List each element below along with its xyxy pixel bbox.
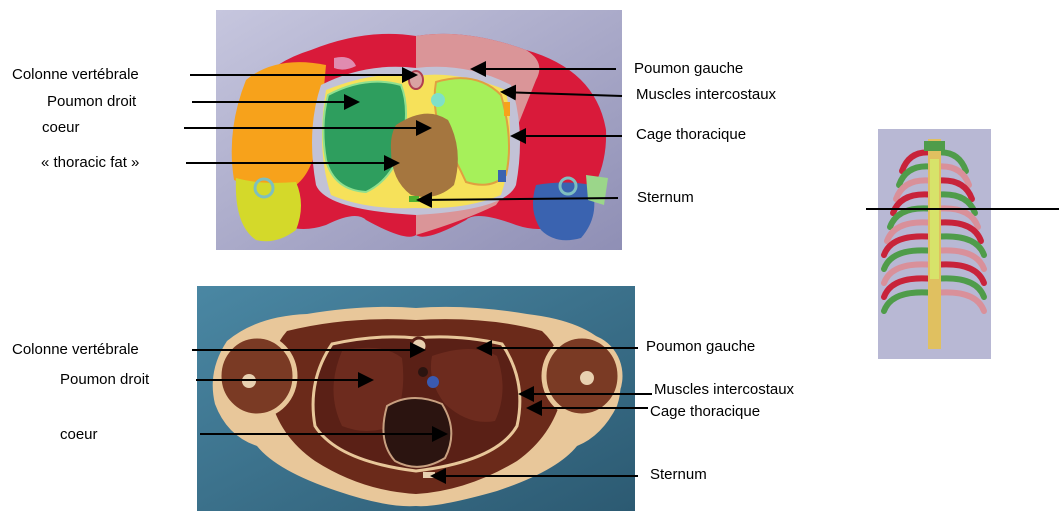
label-poumon-gauche-bottom: Poumon gauche: [646, 338, 755, 356]
label-thoracic-fat-top: « thoracic fat »: [41, 154, 139, 172]
label-colonne-bottom: Colonne vertébrale: [12, 341, 139, 359]
label-poumon-droit-top: Poumon droit: [47, 93, 136, 111]
label-coeur-top: coeur: [42, 119, 80, 137]
label-colonne-top: Colonne vertébrale: [12, 66, 139, 84]
label-cage-top: Cage thoracique: [636, 126, 746, 144]
anatomical-cross-section-photo: [197, 286, 635, 511]
label-sternum-bottom: Sternum: [650, 466, 707, 484]
label-muscles-top: Muscles intercostaux: [636, 86, 776, 104]
label-sternum-top: Sternum: [637, 189, 694, 207]
segmented-thorax-illustration: [216, 10, 622, 250]
label-poumon-gauche-top: Poumon gauche: [634, 60, 743, 78]
label-poumon-droit-bottom: Poumon droit: [60, 371, 149, 389]
label-muscles-bottom: Muscles intercostaux: [654, 381, 794, 399]
label-cage-bottom: Cage thoracique: [650, 403, 760, 421]
ribcage-3d-model: [878, 129, 991, 359]
label-coeur-bottom: coeur: [60, 426, 98, 444]
